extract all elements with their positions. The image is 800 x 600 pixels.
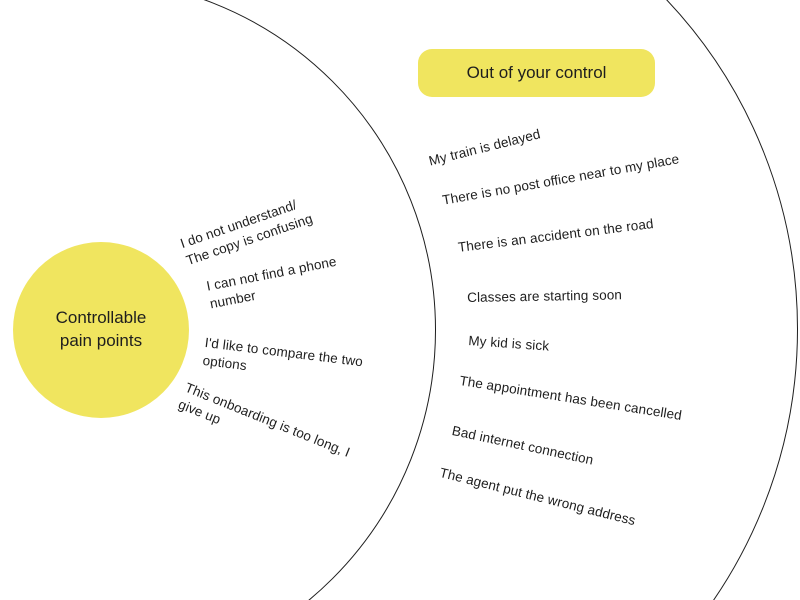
uncontrollable-note-4[interactable]: Classes are starting soon [467,287,623,305]
out-of-your-control-badge[interactable]: Out of your control [418,49,655,97]
out-of-your-control-label: Out of your control [466,63,607,82]
controllable-pain-points-node[interactable]: Controllable pain points [13,242,189,418]
controllable-pain-points-label: Controllable pain points [55,308,147,350]
